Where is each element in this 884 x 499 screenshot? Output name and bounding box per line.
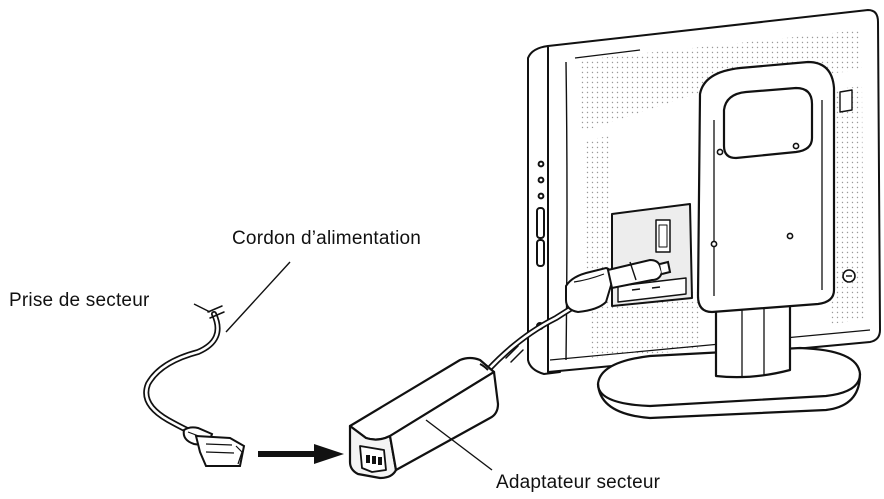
monitor-stand xyxy=(596,60,862,420)
label-power-outlet: Prise de secteur xyxy=(9,290,150,311)
power-cord-plug xyxy=(182,426,246,467)
leader-power-cord xyxy=(225,261,291,333)
dc-plug xyxy=(606,258,672,290)
vent-area-right xyxy=(830,86,864,324)
side-button-3 xyxy=(537,192,545,200)
vent-area-left xyxy=(585,136,610,304)
power-cord xyxy=(143,305,225,437)
stand-frame-opening xyxy=(722,86,814,160)
side-button-2 xyxy=(537,176,545,184)
label-ac-adapter: Adaptateur secteur xyxy=(496,472,661,493)
side-button-long-2 xyxy=(536,239,545,267)
vent-area-bottom xyxy=(590,292,700,358)
leader-ac-adapter xyxy=(425,419,493,471)
ferrite-core xyxy=(565,266,614,314)
leader-power-outlet xyxy=(193,303,211,313)
insertion-arrow xyxy=(258,444,344,464)
label-power-cord: Cordon d’alimentation xyxy=(232,228,422,249)
leader-lines xyxy=(193,261,493,471)
ac-adapter xyxy=(348,356,500,480)
side-button-long-1 xyxy=(536,207,545,239)
side-button-1 xyxy=(537,160,545,168)
